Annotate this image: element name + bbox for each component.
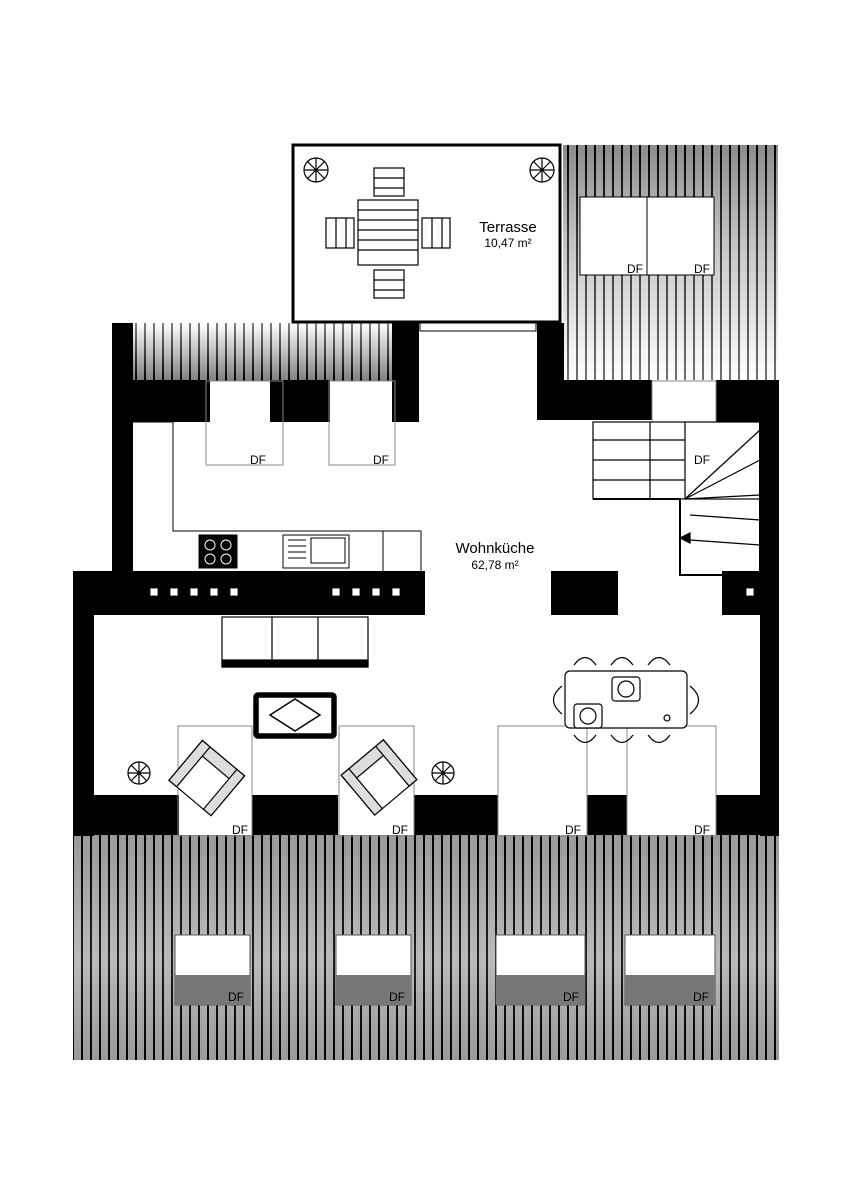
room-name-terrasse: Terrasse xyxy=(479,219,537,236)
df-label: DF xyxy=(694,453,710,467)
room-area-terrasse: 10,47 m² xyxy=(484,236,531,250)
credit-label: McGrundriss xyxy=(766,750,775,795)
df-label: DF xyxy=(694,262,710,276)
df-label: DF xyxy=(694,823,710,837)
df-label: DF xyxy=(627,262,643,276)
terrace-table xyxy=(325,167,451,299)
plant-icon xyxy=(431,761,455,785)
kitchen-counter xyxy=(133,421,422,571)
sofa xyxy=(221,616,369,668)
df-label: DF xyxy=(389,990,405,1004)
wohnkueche-label: Wohnküche 62,78 m² xyxy=(456,540,535,572)
df-label: DF xyxy=(250,453,266,467)
df-label: DF xyxy=(565,823,581,837)
df-label: DF xyxy=(563,990,579,1004)
terrace xyxy=(291,143,562,332)
plant-icon xyxy=(127,761,151,785)
room-name-wohnkueche: Wohnküche xyxy=(456,540,535,557)
df-labels: DF DF DF DF DF DF DF DF DF DF DF DF DF xyxy=(228,262,710,1004)
df-label: DF xyxy=(232,823,248,837)
df-label: DF xyxy=(693,990,709,1004)
plant-icon xyxy=(529,157,555,183)
df-label: DF xyxy=(228,990,244,1004)
walls xyxy=(73,323,779,836)
room-area-wohnkueche: 62,78 m² xyxy=(471,558,518,572)
roof-left-top xyxy=(132,323,400,381)
dining-table xyxy=(552,656,700,744)
terrasse-label: Terrasse 10,47 m² xyxy=(479,219,537,250)
df-label: DF xyxy=(373,453,389,467)
coffee-table xyxy=(253,692,337,739)
df-label: DF xyxy=(392,823,408,837)
roof-windows xyxy=(174,196,717,1006)
staircase xyxy=(592,421,761,576)
armchair-left xyxy=(168,739,246,817)
plant-icon xyxy=(303,157,329,183)
wall-tiles xyxy=(149,587,755,597)
armchair-right xyxy=(340,739,418,816)
